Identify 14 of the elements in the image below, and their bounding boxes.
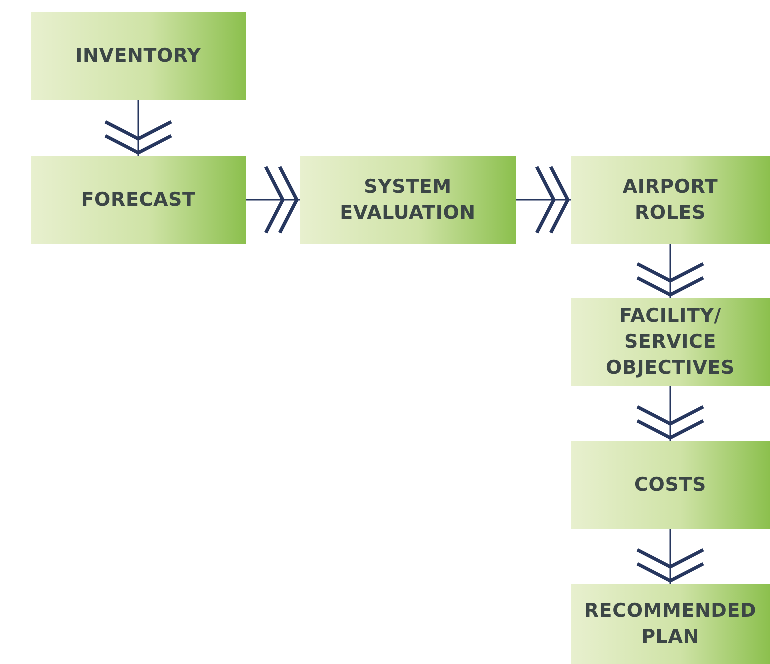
process-box — [571, 441, 770, 529]
process-box — [300, 156, 516, 244]
box-label: FORECAST — [81, 188, 196, 213]
process-box — [571, 156, 770, 244]
box-label: FACILITY/ SERVICE OBJECTIVES — [604, 304, 736, 381]
box-label: RECOMMENDED PLAN — [583, 599, 758, 650]
box-label: COSTS — [634, 473, 706, 498]
box-label: SYSTEM EVALUATION — [339, 175, 477, 226]
process-box — [31, 12, 246, 100]
box-label: AIRPORT ROLES — [622, 175, 720, 226]
process-box — [571, 298, 770, 386]
process-box — [31, 156, 246, 244]
box-label: INVENTORY — [76, 44, 202, 69]
process-box — [571, 584, 770, 664]
